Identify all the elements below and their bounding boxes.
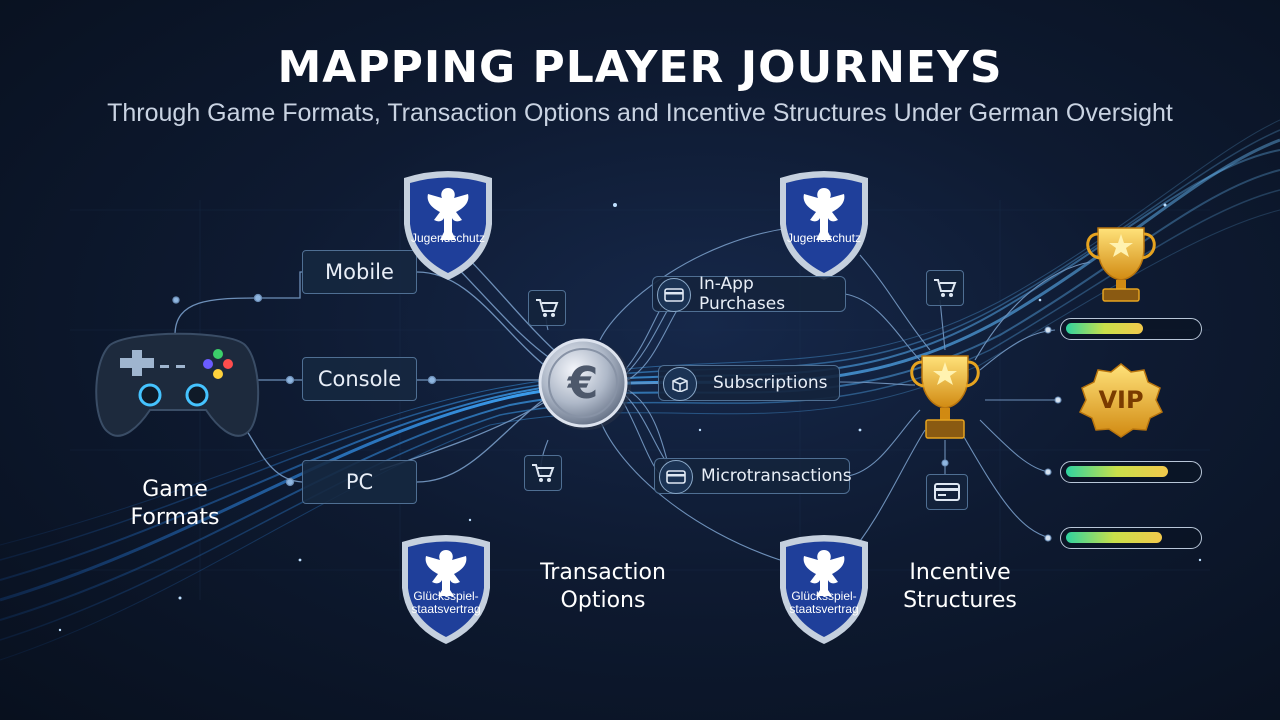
credit-card-icon — [926, 474, 968, 510]
node-console-label: Console — [317, 367, 402, 391]
node-pc-label: PC — [345, 470, 374, 494]
eagle-shield-icon — [780, 171, 868, 280]
sparkle-dots — [58, 203, 1202, 632]
option-microtransactions-label: Microtransactions — [701, 466, 852, 486]
page-title: MAPPING PLAYER JOURNEYS — [277, 42, 1003, 93]
shopping-cart-icon — [528, 290, 566, 326]
progress-bar — [1060, 461, 1202, 483]
shopping-cart-icon — [926, 270, 964, 306]
transaction-options-label-line2: Options — [560, 588, 646, 613]
option-subscriptions-label: Subscriptions — [713, 373, 828, 393]
incentive-structures-label-line2: Structures — [903, 588, 1017, 613]
trophy-icon-center — [910, 355, 980, 439]
trophy-icon-top — [1086, 227, 1156, 302]
eagle-shield-icon — [402, 535, 490, 644]
progress-bar-fill — [1066, 466, 1168, 477]
node-mobile: Mobile — [302, 250, 417, 294]
euro-coin-icon: € — [538, 338, 631, 430]
option-in-app-purchases: In-App Purchases — [652, 274, 846, 314]
shield-gluecksspiel-left-line2: staatsvertrag — [411, 602, 481, 616]
incentive-connectors — [839, 254, 1091, 561]
vip-badge-icon — [1078, 363, 1164, 438]
vip-badge-label: VIP — [1098, 386, 1144, 414]
shield-gluecksspiel-right-line1: Glücksspiel- — [791, 589, 857, 603]
shield-gluecksspiel-left: Glücksspiel- staatsvertrag — [398, 534, 494, 646]
shield-gluecksspiel-left-line1: Glücksspiel- — [413, 589, 479, 603]
credit-card-icon — [657, 278, 691, 312]
incentive-structures-label: Incentive Structures — [890, 559, 1030, 615]
shopping-cart-icon — [524, 455, 562, 491]
game-formats-label-line1: Game — [142, 477, 208, 502]
page-subtitle: Through Game Formats, Transaction Option… — [107, 99, 1173, 127]
node-mobile-label: Mobile — [325, 260, 394, 284]
shield-jugendschutz-right: Jugendschutz — [776, 170, 872, 282]
shield-gluecksspiel-right-text: Glücksspiel- staatsvertrag — [776, 590, 872, 616]
transaction-options-label: Transaction Options — [522, 559, 684, 615]
game-controller-icon — [95, 332, 260, 437]
transaction-options-label-line1: Transaction — [540, 560, 666, 585]
node-console: Console — [302, 357, 417, 401]
option-microtransactions: Microtransactions — [654, 458, 852, 494]
eagle-shield-icon — [404, 171, 492, 280]
shield-jugendschutz-left-text: Jugendschutz — [410, 231, 486, 245]
shield-jugendschutz-right-text: Jugendschutz — [786, 231, 862, 245]
progress-bar — [1060, 527, 1202, 549]
progress-bar — [1060, 318, 1202, 340]
progress-bar-fill — [1066, 323, 1143, 334]
game-formats-label-line2: Formats — [130, 505, 220, 530]
shield-gluecksspiel-right-line2: staatsvertrag — [789, 602, 859, 616]
credit-card-icon — [659, 460, 693, 494]
progress-bar-fill — [1066, 532, 1162, 543]
eagle-shield-icon — [780, 535, 868, 644]
shield-gluecksspiel-left-text: Glücksspiel- staatsvertrag — [398, 590, 494, 616]
box-icon — [663, 367, 697, 401]
shield-gluecksspiel-right: Glücksspiel- staatsvertrag — [776, 534, 872, 646]
game-formats-label: Game Formats — [110, 476, 240, 532]
shield-jugendschutz-left: Jugendschutz — [400, 170, 496, 282]
option-in-app-purchases-label: In-App Purchases — [699, 274, 786, 314]
node-pc: PC — [302, 460, 417, 504]
svg-text:€: € — [567, 358, 599, 409]
option-subscriptions: Subscriptions — [658, 365, 840, 401]
incentive-structures-label-line1: Incentive — [909, 560, 1011, 585]
